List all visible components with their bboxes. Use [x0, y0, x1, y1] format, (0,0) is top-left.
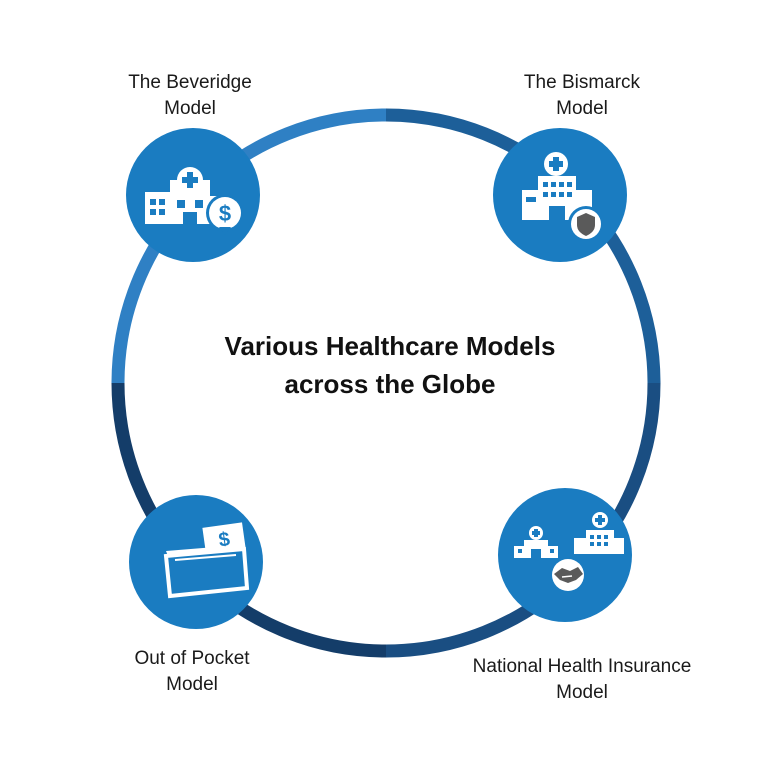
diagram-title: Various Healthcare Models across the Glo…	[160, 327, 620, 403]
label-bismarck: The Bismarck Model	[452, 70, 712, 122]
hospital-shield-icon	[522, 152, 604, 242]
label-out-of-pocket: Out of Pocket Model	[62, 646, 322, 698]
diagram-title-line-2: across the Globe	[284, 369, 496, 399]
node-national-health-insurance	[498, 488, 632, 622]
label-bismarck-line-2: Model	[556, 98, 608, 119]
node-beveridge: $	[126, 128, 260, 262]
label-beveridge-line-2: Model	[164, 98, 216, 119]
label-nhi-line-1: National Health Insurance	[472, 656, 692, 677]
diagram-title-line-1: Various Healthcare Models	[224, 331, 556, 361]
node-bismarck	[493, 128, 627, 262]
label-out-of-pocket-line-2: Model	[166, 674, 218, 695]
label-national-health-insurance: National Health Insurance Model	[452, 654, 712, 706]
label-out-of-pocket-line-1: Out of Pocket	[134, 648, 250, 669]
node-out-of-pocket-circle	[129, 495, 263, 629]
label-nhi-line-2: Model	[556, 682, 608, 703]
wallet-cash-icon: $	[163, 522, 250, 599]
label-beveridge-line-1: The Beveridge	[128, 72, 252, 93]
svg-text:$: $	[217, 528, 231, 551]
hospital-dollar-icon: $	[145, 167, 244, 235]
label-bismarck-line-1: The Bismarck	[523, 72, 641, 93]
svg-text:$: $	[219, 201, 231, 226]
node-out-of-pocket: $	[129, 495, 263, 629]
hospitals-handshake-icon	[514, 512, 624, 594]
label-beveridge: The Beveridge Model	[60, 70, 320, 122]
